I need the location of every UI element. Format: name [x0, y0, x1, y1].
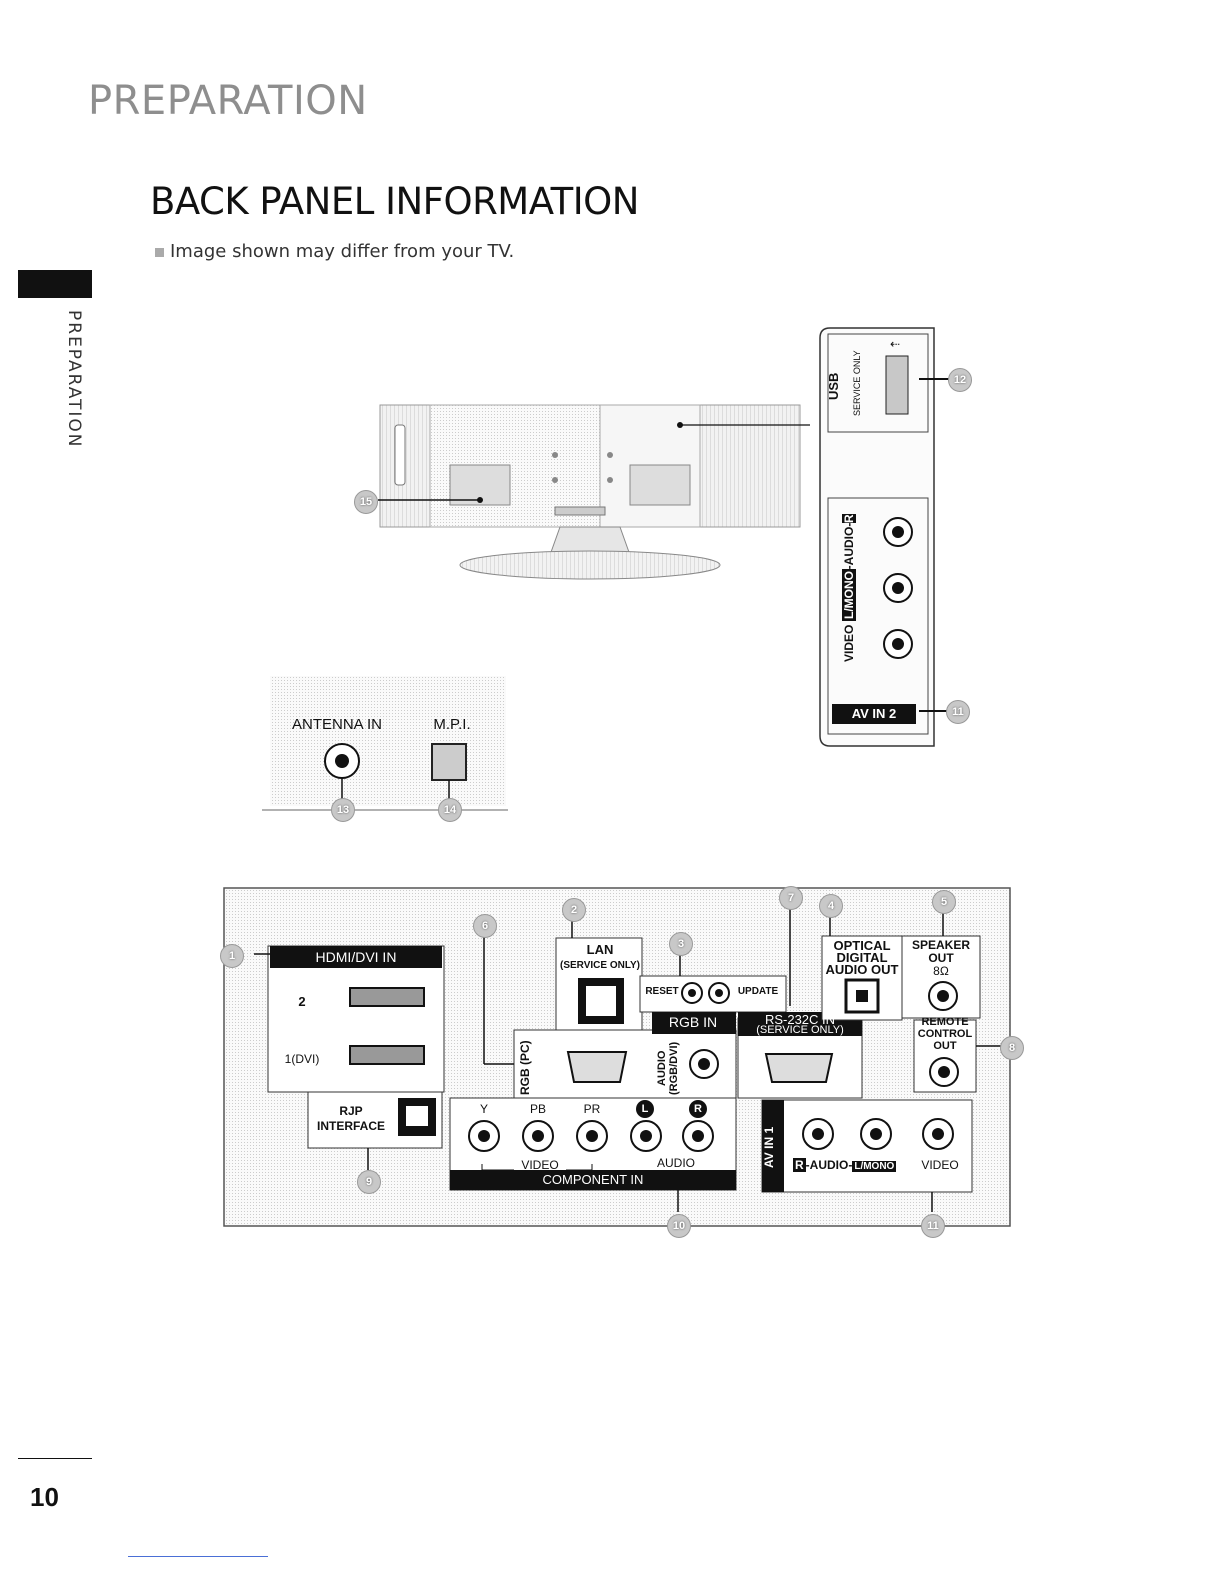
rgb-in-label: RGB IN — [668, 1014, 718, 1030]
callout-14: 14 — [438, 798, 462, 822]
speaker-line3: 8Ω — [933, 964, 949, 978]
lan-line1: LAN — [586, 942, 614, 957]
rs232-line2: (SERVICE ONLY) — [756, 1024, 844, 1036]
reset-label: RESET — [645, 986, 679, 997]
lan-line2: (SERVICE ONLY) — [559, 960, 641, 971]
side-panel-frame: ⇠ — [819, 327, 935, 747]
callout-11-side: 11 — [946, 700, 970, 724]
remote-line1: REMOTE — [921, 1016, 969, 1028]
svg-text:⇠: ⇠ — [890, 337, 900, 351]
comp-l-label: L — [636, 1100, 654, 1118]
comp-y-label: Y — [479, 1102, 488, 1116]
callout-15: 15 — [354, 490, 378, 514]
antenna-in-label: ANTENNA IN — [291, 716, 382, 733]
callout-13: 13 — [331, 798, 355, 822]
antenna-inset-frame — [262, 676, 508, 811]
callout-12: 12 — [948, 368, 972, 392]
rjp-line2: INTERFACE — [316, 1119, 385, 1133]
av-in1-label: AV IN 1 — [762, 1126, 776, 1168]
av-in2-vertical-label: VIDEO L/MONO-AUDIO-R — [842, 500, 866, 676]
av1-audio-labels: R-AUDIO-L/MONO — [793, 1158, 897, 1172]
component-in-label: COMPONENT IN — [542, 1172, 644, 1187]
rjp-line1: RJP — [339, 1104, 363, 1118]
link-underline — [128, 1556, 268, 1557]
av1-audio-label: -AUDIO- — [805, 1158, 853, 1172]
av1-r-label: R — [793, 1158, 806, 1172]
note-text: Image shown may differ from your TV. — [170, 241, 515, 262]
av2-lmono-label: L/MONO — [842, 569, 856, 622]
comp-pr-label: PR — [583, 1102, 601, 1116]
rgb-pc-label: RGB (PC) — [518, 1040, 532, 1096]
av2-r-label: R — [842, 513, 856, 523]
callout-6: 6 — [473, 914, 497, 938]
av2-video-label: VIDEO — [842, 624, 856, 663]
callout-4: 4 — [819, 894, 843, 918]
tv-rear-illustration — [378, 404, 810, 580]
speaker-line1: SPEAKER — [911, 938, 970, 952]
update-label: UPDATE — [737, 986, 779, 997]
note-bullet-icon — [155, 247, 164, 257]
callout-9: 9 — [357, 1170, 381, 1194]
hdmi-port1-label: 1(DVI) — [284, 1052, 320, 1066]
av1-lmono-label: L/MONO — [852, 1161, 897, 1172]
callout-5: 5 — [932, 890, 956, 914]
hdmi-port2-label: 2 — [298, 994, 306, 1009]
callout-12-leader — [919, 378, 955, 380]
remote-line2: CONTROL — [917, 1028, 973, 1040]
side-tab-label: PREPARATION — [64, 310, 84, 449]
callout-8: 8 — [1000, 1036, 1024, 1060]
callout-11-leader — [919, 710, 949, 712]
comp-video-label: VIDEO — [521, 1158, 559, 1172]
usb-sublabel: SERVICE ONLY — [852, 350, 862, 416]
remote-line3: OUT — [933, 1040, 957, 1052]
av2-audio-label: -AUDIO- — [842, 522, 856, 570]
speaker-line2: OUT — [928, 951, 954, 965]
callout-2: 2 — [562, 898, 586, 922]
optical-line2: DIGITAL — [836, 950, 888, 965]
rs232-line1: RS-232C IN — [764, 1012, 836, 1027]
hdmi-title: HDMI/DVI IN — [270, 946, 442, 968]
av1-video-label: VIDEO — [921, 1158, 959, 1172]
side-tab-marker — [18, 270, 92, 298]
callout-10: 10 — [667, 1214, 691, 1238]
callout-3: 3 — [669, 932, 693, 956]
comp-audio-label: AUDIO — [656, 1156, 695, 1170]
optical-line3: AUDIO OUT — [825, 962, 899, 977]
page-heading: BACK PANEL INFORMATION — [150, 180, 639, 223]
footer-rule — [18, 1458, 92, 1459]
callout-11-main: 11 — [921, 1214, 945, 1238]
av-in2-label: AV IN 2 — [832, 704, 916, 724]
audio-rgb-label: AUDIO (RGB/DVI) — [656, 1041, 680, 1095]
optical-line1: OPTICAL — [833, 938, 891, 953]
comp-r-label: R — [689, 1100, 707, 1118]
callout-7: 7 — [779, 886, 803, 910]
main-panel-frame — [223, 887, 1011, 1227]
comp-pb-label: PB — [529, 1102, 546, 1116]
callout-1: 1 — [220, 944, 244, 968]
page-number: 10 — [30, 1482, 59, 1512]
image-note: Image shown may differ from your TV. — [155, 241, 514, 262]
mpi-label: M.P.I. — [433, 716, 471, 733]
section-title: PREPARATION — [88, 78, 368, 124]
